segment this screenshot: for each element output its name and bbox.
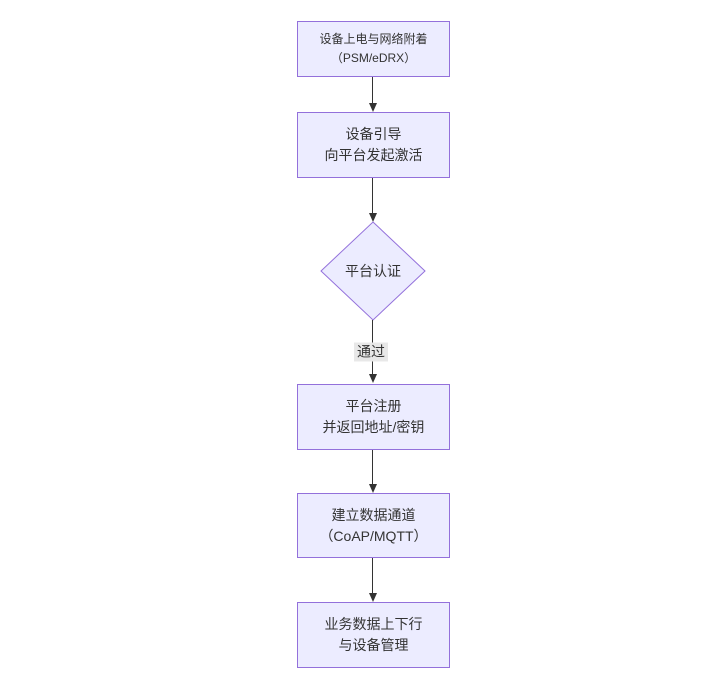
node-data-channel-line2: （CoAP/MQTT） — [319, 527, 428, 544]
node-business-data: 业务数据上下行 与设备管理 — [297, 602, 450, 668]
diamond-shape — [320, 221, 426, 321]
node-platform-auth-label: 平台认证 — [345, 263, 401, 279]
edge-bootstrap-to-auth-arrowhead-icon — [369, 213, 377, 222]
node-business-data-line1: 业务数据上下行 — [324, 616, 423, 632]
edge-label-pass: 通过 — [354, 342, 388, 362]
edge-channel-to-business-arrowhead-icon — [369, 593, 377, 602]
node-power-attach: 设备上电与网络附着 （PSM/eDRX） — [297, 21, 450, 77]
node-bootstrap-line1: 设备引导 — [345, 126, 402, 142]
edge-register-to-channel-arrowhead-icon — [369, 484, 377, 493]
edge-power-to-bootstrap-line — [372, 77, 373, 104]
edge-bootstrap-to-auth-line — [372, 178, 373, 214]
node-data-channel-line1: 建立数据通道 — [331, 506, 416, 523]
node-platform-register-line2: 并返回地址/密钥 — [322, 419, 425, 435]
node-power-attach-line2: （PSM/eDRX） — [330, 51, 417, 65]
node-platform-register-line1: 平台注册 — [345, 398, 402, 414]
node-business-data-line2: 与设备管理 — [338, 637, 409, 653]
edge-channel-to-business-line — [372, 558, 373, 594]
node-bootstrap: 设备引导 向平台发起激活 — [297, 112, 450, 178]
node-data-channel: 建立数据通道 （CoAP/MQTT） — [297, 493, 450, 558]
node-bootstrap-line2: 向平台发起激活 — [324, 147, 423, 163]
node-platform-auth — [320, 221, 426, 321]
edge-register-to-channel-line — [372, 450, 373, 485]
node-power-attach-line1: 设备上电与网络附着 — [319, 32, 428, 46]
edge-auth-to-register-arrowhead-icon — [369, 374, 377, 383]
edge-power-to-bootstrap-arrowhead-icon — [369, 103, 377, 112]
node-platform-register: 平台注册 并返回地址/密钥 — [297, 384, 450, 450]
